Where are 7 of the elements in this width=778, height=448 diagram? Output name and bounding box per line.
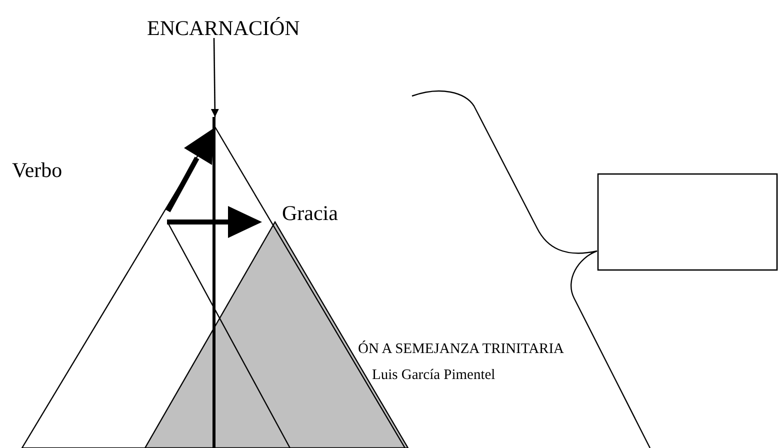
side-label: Verbo xyxy=(12,160,62,181)
heading-text: ENCARNACIÓN xyxy=(147,18,300,39)
side-label: Gracia xyxy=(282,203,338,224)
empty-box xyxy=(597,173,778,271)
arrow xyxy=(210,38,219,117)
title-text: ÓN A SEMEJANZA TRINITARIA xyxy=(358,342,564,356)
author-text: Luis García Pimentel xyxy=(372,368,496,382)
